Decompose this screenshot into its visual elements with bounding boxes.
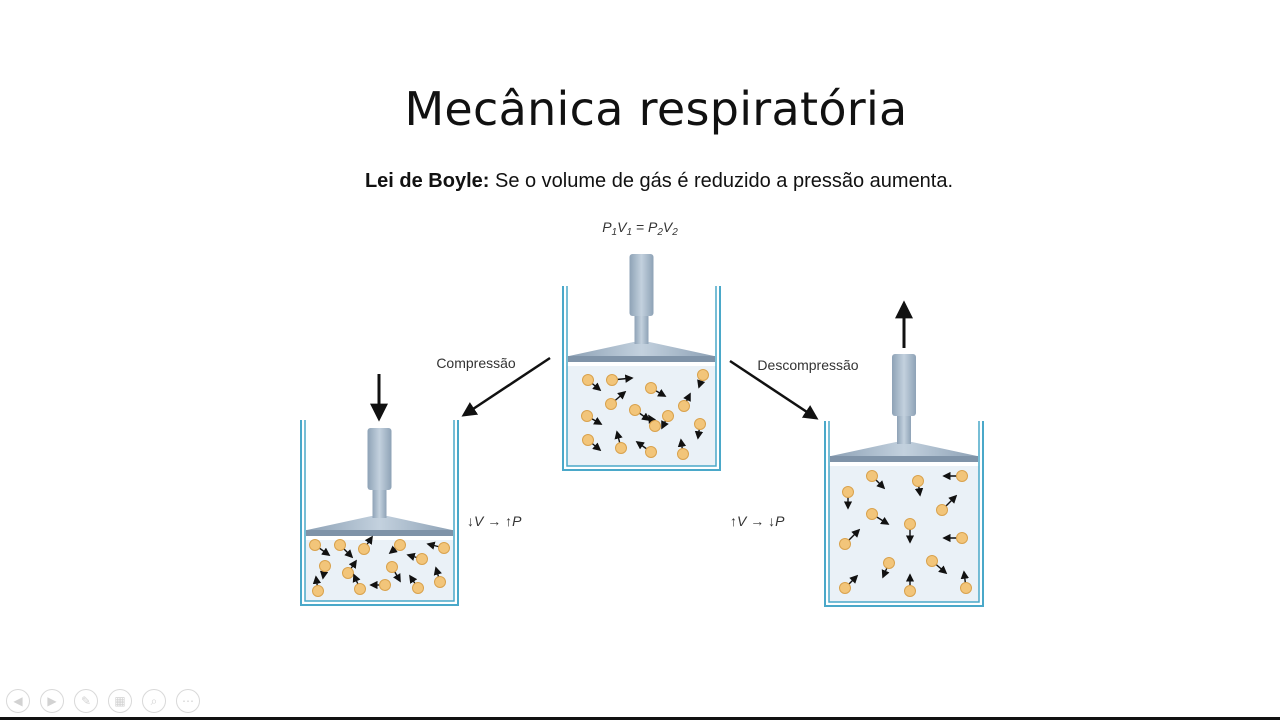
gas-molecule [412,582,424,594]
gas-molecule [309,539,321,551]
gas-molecule [605,398,617,410]
next-icon[interactable]: ▶ [40,689,64,713]
piston-handle [367,428,392,490]
container-wall [300,420,459,606]
gas-molecule [904,518,916,530]
gas-molecule [615,442,627,454]
gas-molecule [334,539,346,551]
gas-molecule [386,561,398,573]
gas-molecule [416,553,428,565]
gas-molecule [649,420,661,432]
compression-relation: ↓V → ↑P [467,513,522,529]
gas-molecule [694,418,706,430]
container-decompressed [824,354,984,607]
prev-icon[interactable]: ◀ [6,689,30,713]
decompression-label: Descompressão [757,357,858,373]
piston-rod [897,412,911,444]
gas-molecule [358,543,370,555]
gas-molecule [936,504,948,516]
gas-molecule [839,538,851,550]
container-wall [562,286,721,471]
law-text: Se o volume de gás é reduzido a pressão … [489,170,954,192]
gas-molecule [582,374,594,386]
compression-arrow [461,356,551,417]
gas-molecule [677,448,689,460]
gas-molecule [319,560,331,572]
slide-title: Mecânica respiratória [404,82,908,136]
gas-molecule [582,434,594,446]
piston-cone [831,442,977,456]
container-compressed [300,420,459,606]
gas-molecule [379,579,391,591]
piston-handle [629,254,654,316]
gas-molecule [956,532,968,544]
gas-molecule [434,576,446,588]
boyle-formula: P1V1 = P2V2 [602,219,678,238]
zoom-icon[interactable]: ⌕ [142,689,166,713]
piston-cone [307,516,452,530]
gas-molecule [912,475,924,487]
piston-cone [569,342,714,356]
gas-molecule [645,446,657,458]
gas-molecule [354,583,366,595]
gas-molecule [904,585,916,597]
gas-molecule [581,410,593,422]
gas-molecule [883,557,895,569]
gas-molecule [956,470,968,482]
piston-plate [306,530,453,536]
more-icon[interactable]: ⋯ [176,689,200,713]
container-initial [562,254,721,471]
gas-molecule [842,486,854,498]
container-wall-inner [566,286,717,467]
piston-rod [634,312,649,344]
piston-rod [372,486,387,518]
gas-molecule [645,382,657,394]
gas-molecule [662,410,674,422]
decompression-arrow [729,359,819,420]
decompression-relation: ↑V → ↓P [730,513,785,529]
gas-molecule [312,585,324,597]
container-wall [824,421,984,607]
gas-molecule [866,470,878,482]
gas-molecule [960,582,972,594]
gas-molecule [678,400,690,412]
gas-molecule [438,542,450,554]
container-wall-inner [304,420,455,602]
gas-molecule [394,539,406,551]
slideshow-controls: ◀ ▶ ✎ ▦ ⌕ ⋯ [6,688,200,714]
pen-icon[interactable]: ✎ [74,689,98,713]
gas-molecule [629,404,641,416]
slides-icon[interactable]: ▦ [108,689,132,713]
law-label: Lei de Boyle: [364,170,490,192]
gas-molecule [926,555,938,567]
bottom-border [0,717,1280,720]
piston-plate [568,356,715,362]
gas-molecule [839,582,851,594]
container-wall-inner [828,421,980,603]
boyle-law-statement: Lei de Boyle: Se o volume de gás é reduz… [0,170,1280,193]
piston-handle [892,354,916,416]
piston-plate [830,456,978,462]
compression-label: Compressão [436,355,516,371]
gas-molecule [606,374,618,386]
gas-molecule [342,567,354,579]
gas-molecule [866,508,878,520]
gas-molecule [697,369,709,381]
